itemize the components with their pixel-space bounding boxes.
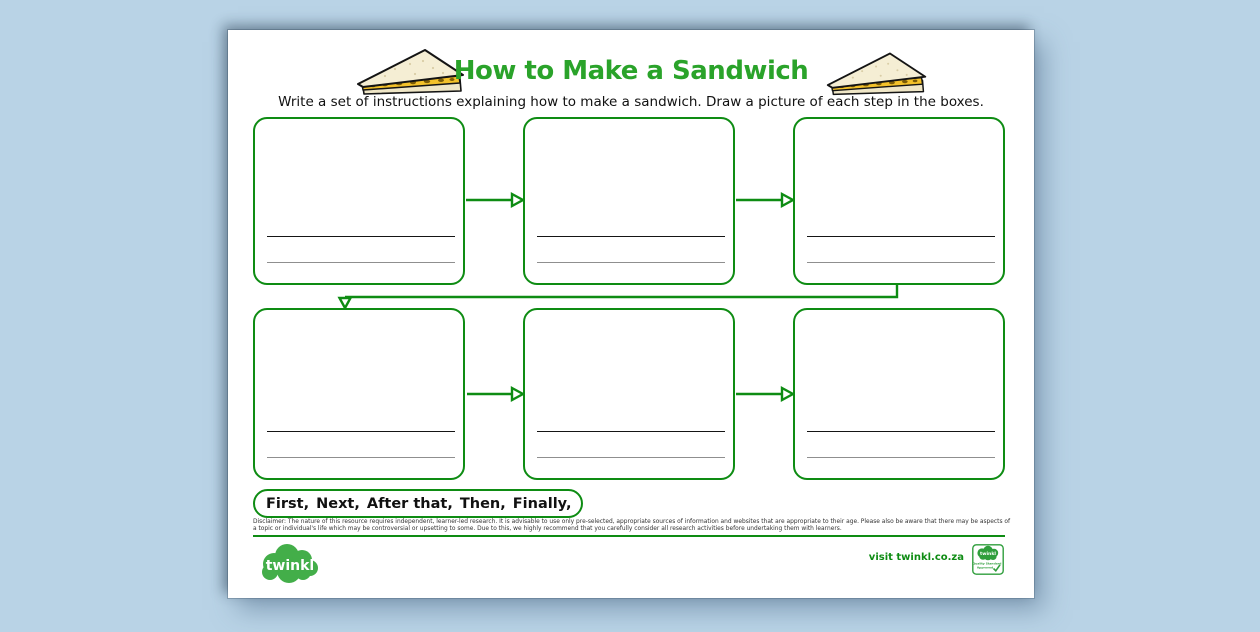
step-box-2 <box>523 117 735 285</box>
writing-line <box>807 431 995 432</box>
writing-line <box>267 236 455 237</box>
disclaimer-text: Disclaimer: The nature of this resource … <box>253 519 1011 533</box>
step-box-1 <box>253 117 465 285</box>
writing-line <box>267 457 455 458</box>
writing-line <box>537 262 725 263</box>
writing-line <box>537 236 725 237</box>
visit-twinkl-link[interactable]: visit twinkl.co.za <box>868 552 964 563</box>
badge-logo-text: twinkl <box>980 551 996 557</box>
writing-line <box>807 236 995 237</box>
step-box-5 <box>523 308 735 480</box>
step-box-6 <box>793 308 1005 480</box>
quality-badge: twinkl Quality Standard Approved <box>972 544 1004 575</box>
word-bank-word: After that, <box>366 495 453 512</box>
word-bank-word: Next, <box>316 495 360 512</box>
badge-line1: Quality Standard <box>973 562 1002 566</box>
writing-line <box>807 457 995 458</box>
word-bank-word: Then, <box>459 495 506 512</box>
instructions-text: Write a set of instructions explaining h… <box>278 94 984 110</box>
writing-line <box>267 262 455 263</box>
writing-line <box>537 431 725 432</box>
word-bank-word: Finally, <box>512 495 572 512</box>
badge-check-icon <box>992 564 1001 573</box>
word-bank: First, Next, After that, Then, Finally, <box>253 489 583 518</box>
footer-divider <box>253 535 1005 537</box>
sandwich-icon <box>826 52 927 96</box>
twinkl-logo-icon: twinkl <box>262 544 318 583</box>
page-title: How to Make a Sandwich <box>453 56 809 86</box>
word-bank-word: First, <box>266 495 310 512</box>
twinkl-logo-text: twinkl <box>266 558 315 574</box>
sandwich-icon <box>357 49 464 95</box>
writing-line <box>267 431 455 432</box>
step-box-4 <box>253 308 465 480</box>
step-box-3 <box>793 117 1005 285</box>
badge-line2: Approved <box>977 566 993 570</box>
worksheet-page: How to Make a Sandwich Write a set of in… <box>228 30 1034 598</box>
writing-line <box>807 262 995 263</box>
writing-line <box>537 457 725 458</box>
